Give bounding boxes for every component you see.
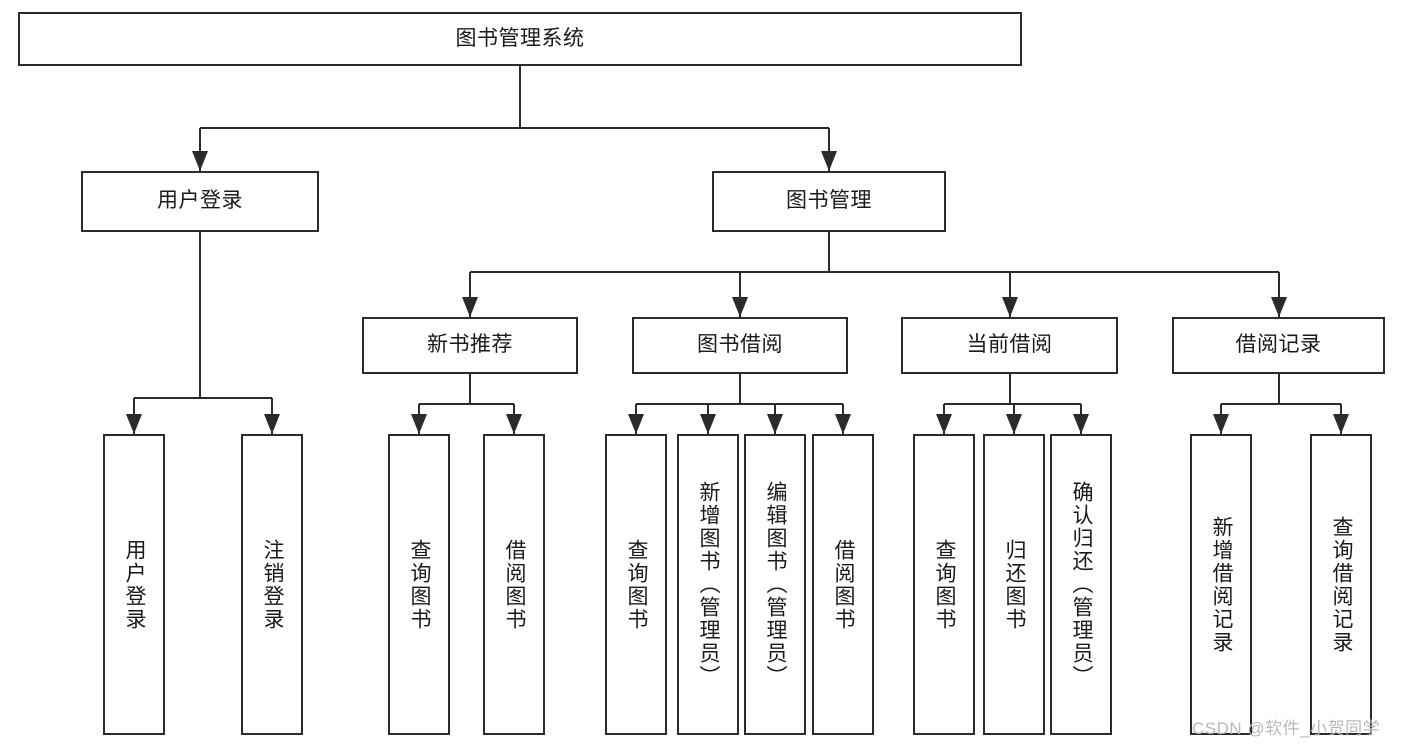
- node-root[interactable]: 图书管理系统: [18, 12, 1022, 66]
- node-user-login[interactable]: 用户登录: [81, 171, 319, 232]
- arrowhead-icon: [506, 414, 522, 434]
- node-label: 新增图书（管理员）: [697, 481, 721, 688]
- node-leaf-borrow-book-rec[interactable]: 借阅图书: [483, 434, 545, 735]
- node-label: 确认归还（管理员）: [1070, 481, 1094, 688]
- node-leaf-query-record[interactable]: 查询借阅记录: [1310, 434, 1372, 735]
- node-leaf-user-logout[interactable]: 注销登录: [241, 434, 303, 735]
- arrowhead-icon: [732, 297, 748, 317]
- arrowhead-icon: [1006, 414, 1022, 434]
- node-label: 借阅图书: [832, 538, 856, 631]
- node-label: 当前借阅: [966, 333, 1053, 357]
- node-label: 用户登录: [123, 538, 147, 631]
- arrowhead-icon: [936, 414, 952, 434]
- node-leaf-query-book-b[interactable]: 查询图书: [605, 434, 667, 735]
- node-label: 借阅图书: [503, 538, 527, 631]
- arrowhead-icon: [264, 414, 280, 434]
- node-label: 图书管理: [786, 189, 872, 213]
- node-label: 查询图书: [625, 538, 649, 631]
- node-label: 注销登录: [261, 538, 285, 631]
- arrowhead-icon: [1271, 297, 1287, 317]
- node-book-borrow[interactable]: 图书借阅: [632, 317, 848, 374]
- node-label: 归还图书: [1003, 538, 1027, 631]
- node-leaf-confirm-return[interactable]: 确认归还（管理员）: [1050, 434, 1112, 735]
- node-borrow-record[interactable]: 借阅记录: [1172, 317, 1385, 374]
- node-current-borrow[interactable]: 当前借阅: [901, 317, 1118, 374]
- node-label: 图书管理系统: [455, 26, 585, 50]
- arrowhead-icon: [767, 414, 783, 434]
- arrowhead-icon: [1073, 414, 1089, 434]
- node-leaf-user-login[interactable]: 用户登录: [103, 434, 165, 735]
- node-label: 查询借阅记录: [1330, 515, 1354, 654]
- arrowhead-icon: [411, 414, 427, 434]
- arrowhead-icon: [628, 414, 644, 434]
- arrowhead-icon: [835, 414, 851, 434]
- node-leaf-query-book-rec[interactable]: 查询图书: [388, 434, 450, 735]
- arrowhead-icon: [1333, 414, 1349, 434]
- arrowhead-icon: [462, 297, 478, 317]
- node-label: 新书推荐: [427, 333, 513, 357]
- node-label: 编辑图书（管理员）: [764, 481, 788, 688]
- arrowhead-icon: [821, 151, 837, 171]
- arrowhead-icon: [700, 414, 716, 434]
- arrowhead-icon: [192, 151, 208, 171]
- node-leaf-return-book[interactable]: 归还图书: [983, 434, 1045, 735]
- node-label: 查询图书: [933, 538, 957, 631]
- node-label: 图书借阅: [697, 333, 783, 357]
- node-leaf-edit-book[interactable]: 编辑图书（管理员）: [744, 434, 806, 735]
- node-label: 借阅记录: [1235, 333, 1322, 357]
- node-label: 新增借阅记录: [1210, 515, 1234, 654]
- arrowhead-icon: [1213, 414, 1229, 434]
- node-label: 用户登录: [157, 189, 243, 213]
- node-new-book-rec[interactable]: 新书推荐: [362, 317, 578, 374]
- arrowhead-icon: [1002, 297, 1018, 317]
- node-book-manage[interactable]: 图书管理: [712, 171, 946, 232]
- node-label: 查询图书: [408, 538, 432, 631]
- node-leaf-add-record[interactable]: 新增借阅记录: [1190, 434, 1252, 735]
- node-leaf-query-book-c[interactable]: 查询图书: [913, 434, 975, 735]
- node-leaf-add-book[interactable]: 新增图书（管理员）: [677, 434, 739, 735]
- arrowhead-icon: [126, 414, 142, 434]
- node-leaf-borrow-book[interactable]: 借阅图书: [812, 434, 874, 735]
